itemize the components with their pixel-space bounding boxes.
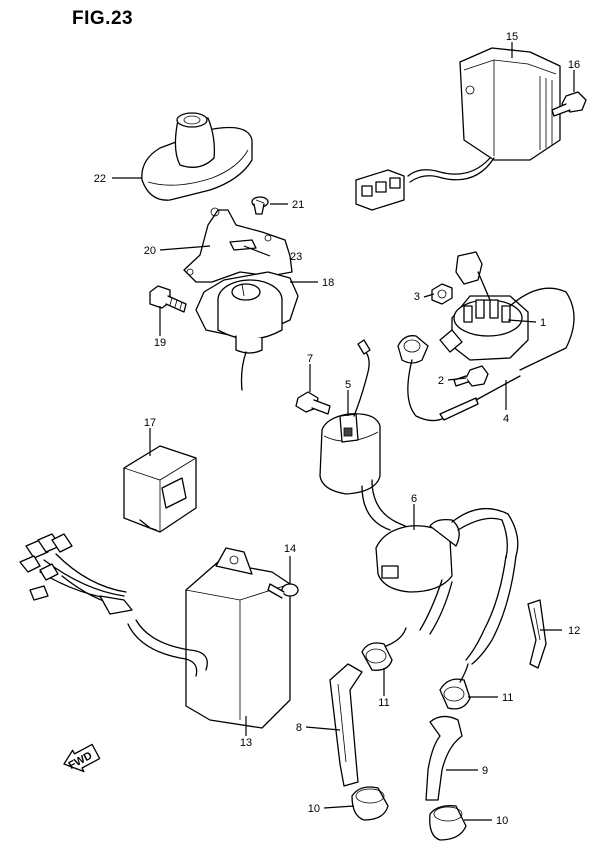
part-5-ignition-coil xyxy=(319,339,415,531)
part-16-bolt xyxy=(551,91,587,117)
callout-12: 12 xyxy=(568,625,580,637)
part-14-screw xyxy=(267,583,299,599)
part-21-screw xyxy=(251,196,269,215)
part-8-high-tension-cord xyxy=(329,663,363,787)
part-20-bracket xyxy=(183,207,293,283)
part-17-unit xyxy=(123,445,197,533)
callout-11-left: 11 xyxy=(378,697,389,709)
part-11-plug-cap-left xyxy=(361,627,407,671)
callout-21: 21 xyxy=(292,199,304,211)
callout-9: 9 xyxy=(482,765,488,777)
part-11-plug-cap-right xyxy=(439,663,471,710)
callout-6: 6 xyxy=(411,493,417,505)
part-9-high-tension-cord xyxy=(425,715,463,801)
callout-2: 2 xyxy=(438,375,444,387)
callout-labels: 15 16 22 21 20 23 18 19 3 1 2 4 7 5 17 6… xyxy=(94,31,581,827)
leader-lines xyxy=(112,42,575,821)
callout-1: 1 xyxy=(540,317,546,329)
callout-10-left: 10 xyxy=(308,803,320,815)
part-6-ignition-coil xyxy=(375,507,519,665)
part-10-cover-right xyxy=(429,805,467,841)
callout-17: 17 xyxy=(144,417,156,429)
callout-13: 13 xyxy=(240,737,252,749)
callout-11-right: 11 xyxy=(502,692,513,704)
part-12-clamp xyxy=(527,599,547,669)
callout-4: 4 xyxy=(503,413,509,425)
part-13-cdi-unit xyxy=(185,547,291,729)
fwd-arrow-icon: FWD xyxy=(63,743,101,773)
callout-10-right: 10 xyxy=(496,815,508,827)
part-2-bolt xyxy=(453,365,489,387)
callout-22: 22 xyxy=(94,173,106,185)
part-22-rubber-cover xyxy=(141,112,253,201)
figure-title: FIG.23 xyxy=(72,8,134,29)
part-4-lead-wire xyxy=(397,335,521,422)
part-15-regulator xyxy=(355,47,561,211)
part-10-cover-left xyxy=(351,786,389,821)
callout-23: 23 xyxy=(290,251,302,263)
callout-5: 5 xyxy=(345,379,351,391)
part-3-nut xyxy=(431,283,453,305)
part-13-harness xyxy=(19,533,208,677)
callout-15: 15 xyxy=(506,31,518,43)
callout-8: 8 xyxy=(296,722,302,734)
callout-7: 7 xyxy=(307,353,313,365)
callout-16: 16 xyxy=(568,59,580,71)
callout-3: 3 xyxy=(414,291,420,303)
part-1-starter-relay xyxy=(439,251,575,371)
callout-20: 20 xyxy=(144,245,156,257)
callout-14: 14 xyxy=(284,543,296,555)
part-19-bolt xyxy=(149,285,187,313)
callout-18: 18 xyxy=(322,277,334,289)
part-7-bolt xyxy=(295,391,331,415)
callout-19: 19 xyxy=(154,337,166,349)
part-18-relay xyxy=(195,271,299,391)
